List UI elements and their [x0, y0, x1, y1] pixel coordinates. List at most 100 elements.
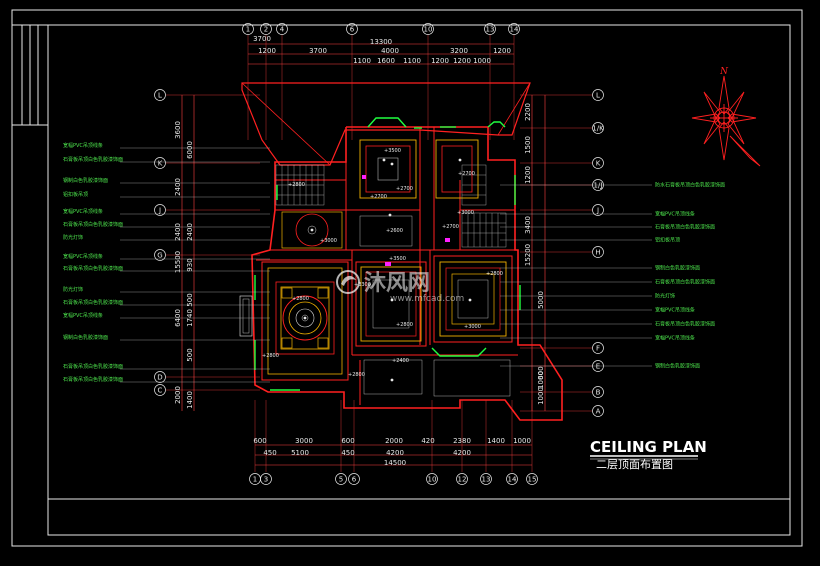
grid-bubble-right-label: B — [596, 389, 601, 397]
grid-bubble-top-label: 2 — [264, 26, 268, 34]
grid-bubble-top-label: 4 — [280, 26, 285, 34]
grid-bubble-right-label: 1/K — [592, 125, 604, 133]
ceiling-light-dot — [468, 298, 472, 302]
elevation-label: +3000 — [320, 238, 337, 244]
grid-bubble-bottom — [506, 473, 518, 485]
north-label: N — [719, 67, 729, 77]
elevation-label: +3500 — [389, 256, 406, 262]
left-note-label: 石膏板吊顶白色乳胶漆饰面 — [63, 376, 123, 383]
grid-bubble-bottom — [526, 473, 538, 485]
elevation-label: +2600 — [386, 228, 403, 234]
watermark: 沐风网 www.mfcad.com — [336, 270, 464, 304]
dim-right-col1: 1500 — [524, 136, 532, 154]
ceiling-light-dot — [390, 298, 394, 302]
dim-bottom-row1: 1000 — [513, 437, 531, 445]
dim-top-row2: 1600 — [377, 57, 395, 65]
exterior-wall — [251, 126, 563, 421]
grid-bubble-right-label: 1/J — [594, 182, 603, 190]
grid-bubble-top-label: 1 — [246, 26, 250, 34]
grid-bubble-right-label: L — [596, 92, 600, 100]
right-note-label: 防水石膏板吊顶白色乳胶漆饰面 — [655, 182, 725, 189]
floor-plan — [239, 82, 563, 421]
grid-bubble-left — [154, 371, 166, 383]
dim-bottom-row1: 2000 — [385, 437, 403, 445]
grid-bubble-top — [508, 23, 520, 35]
light-fixtures — [362, 175, 450, 266]
dim-left-col1: 3600 — [174, 121, 182, 139]
dim-right-col2: 1000 — [537, 371, 545, 389]
dim-right-col2: 1000 — [537, 387, 545, 405]
grid-bubble-left-label: G — [157, 252, 162, 260]
dim-bottom-row2: 450 — [341, 449, 354, 457]
dim-left-col2: 6000 — [186, 141, 194, 159]
grid-bubble-left — [154, 204, 166, 216]
dim-right-col1: 3400 — [524, 216, 532, 234]
watermark-logo-icon — [336, 270, 360, 294]
dim-left-col2: 1400 — [186, 391, 194, 409]
grid-bubble-right-label: J — [596, 207, 599, 215]
left-note-label: 防光灯饰 — [63, 234, 83, 241]
grid-bubble-left-label: J — [158, 207, 161, 215]
bottom-room — [363, 359, 511, 397]
grid-bubble-right-label: F — [596, 345, 600, 353]
windows — [254, 117, 521, 391]
grid-bubble-bottom-label: 10 — [428, 476, 437, 484]
dim-top-row1: 3700 — [309, 47, 327, 55]
dim-top-row1: 4000 — [381, 47, 399, 55]
dim-top-total: 13300 — [370, 38, 392, 46]
grid-bubble-bottom-label: 12 — [458, 476, 467, 484]
ceiling-light-dot — [388, 213, 392, 217]
dim-bottom-row1: 1400 — [487, 437, 505, 445]
right-annotation-notes: 防水石膏板吊顶白色乳胶漆饰面宽幅PVC吊顶线条石膏板吊顶白色乳胶漆饰面铝扣板吊顶… — [500, 182, 725, 370]
dim-right-col1: 1200 — [524, 166, 532, 184]
dim-left-col2: 500 — [186, 293, 194, 306]
grid-bubble-bottom-label: 3 — [264, 476, 268, 484]
grid-bubble-right — [592, 157, 604, 169]
left-note-label: 石膏板吊顶白色乳胶漆饰面 — [63, 363, 123, 370]
right-note-label: 钢制白色乳胶漆饰面 — [655, 265, 700, 272]
dim-bottom-row1: 600 — [253, 437, 266, 445]
dim-top-row1: 3200 — [450, 47, 468, 55]
grid-bubble-top-label: 13 — [486, 26, 495, 34]
grid-bubble-bottom-label: 5 — [339, 476, 343, 484]
right-note-label: 铝扣板吊顶 — [655, 237, 680, 244]
ceiling-light-dot — [303, 316, 307, 320]
dim-top-row2: 1100 — [353, 57, 371, 65]
drawing-frame — [11, 9, 803, 547]
grid-bubble-left-label: D — [157, 374, 162, 382]
dim-left-col1: 2000 — [174, 386, 182, 404]
grid-bubble-left — [154, 157, 166, 169]
grid-bubble-right — [592, 122, 604, 134]
dim-bottom-row2: 5100 — [291, 449, 309, 457]
grid-bubble-bottom-label: 6 — [352, 476, 357, 484]
right-note-label: 石膏板吊顶白色乳胶漆饰面 — [655, 321, 715, 328]
dim-bottom-row1: 3000 — [295, 437, 313, 445]
left-note-label: 石膏板吊顶白色乳胶漆饰面 — [63, 156, 123, 163]
grid-bubble-top — [242, 23, 254, 35]
left-note-label: 石膏板吊顶白色乳胶漆饰面 — [63, 265, 123, 272]
grid-bubble-top-label: 14 — [510, 26, 519, 34]
grid-bubble-right-label: H — [595, 249, 600, 257]
right-note-label: 防光灯饰 — [655, 293, 675, 300]
ceiling-light-dot — [390, 162, 394, 166]
grid-bubble-top — [422, 23, 434, 35]
ceiling-light-dot — [390, 378, 394, 382]
grid-bubble-top — [346, 23, 358, 35]
watermark-url: www.mfcad.com — [390, 294, 464, 304]
dim-bottom-row1: 420 — [421, 437, 434, 445]
grid-bubble-left — [154, 249, 166, 261]
grid-bubble-right — [592, 204, 604, 216]
elevation-label: +2700 — [396, 186, 413, 192]
left-note-label: 宽幅PVC吊顶线条 — [63, 142, 103, 149]
grid-bubble-bottom — [480, 473, 492, 485]
grid-bubble-bottom-label: 15 — [528, 476, 537, 484]
elevation-label: +2800 — [262, 353, 279, 359]
grid-bubble-bottom-label: 14 — [508, 476, 517, 484]
grid-bubble-left — [154, 89, 166, 101]
grid-bubble-right — [592, 386, 604, 398]
elevation-label: +2700 — [442, 224, 459, 230]
dim-left-col1: 2400 — [174, 223, 182, 241]
grid-bubble-right — [592, 89, 604, 101]
